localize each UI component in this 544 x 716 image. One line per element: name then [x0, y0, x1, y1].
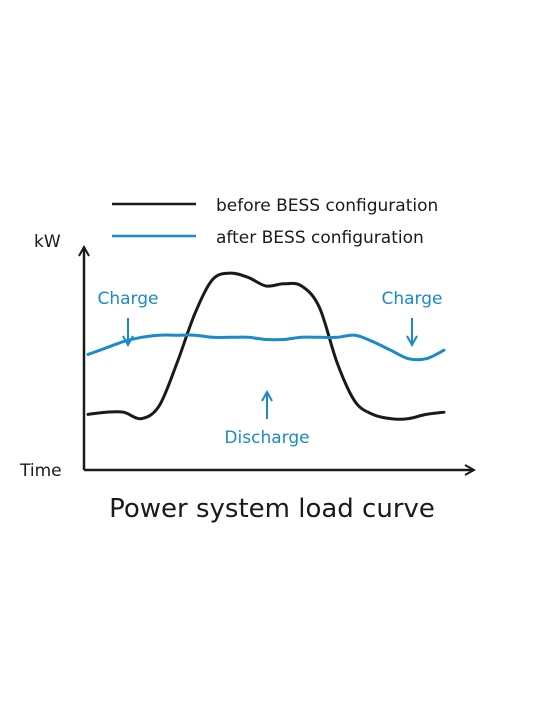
- annotation-charge-left: Charge: [97, 289, 158, 309]
- legend: before BESS configuration after BESS con…: [112, 196, 438, 248]
- y-axis-label: kW: [34, 232, 61, 252]
- series-layer: [86, 271, 446, 421]
- legend-label-after: after BESS configuration: [216, 228, 424, 248]
- x-axis-label: Time: [19, 461, 62, 481]
- chart-title: Power system load curve: [109, 494, 435, 524]
- series-line-after: [86, 333, 446, 362]
- annotation-charge-right: Charge: [381, 289, 442, 309]
- legend-label-before: before BESS configuration: [216, 196, 438, 216]
- annotations: Charge Discharge Charge: [97, 289, 442, 448]
- annotation-discharge: Discharge: [224, 428, 309, 448]
- series-line-before: [86, 271, 446, 421]
